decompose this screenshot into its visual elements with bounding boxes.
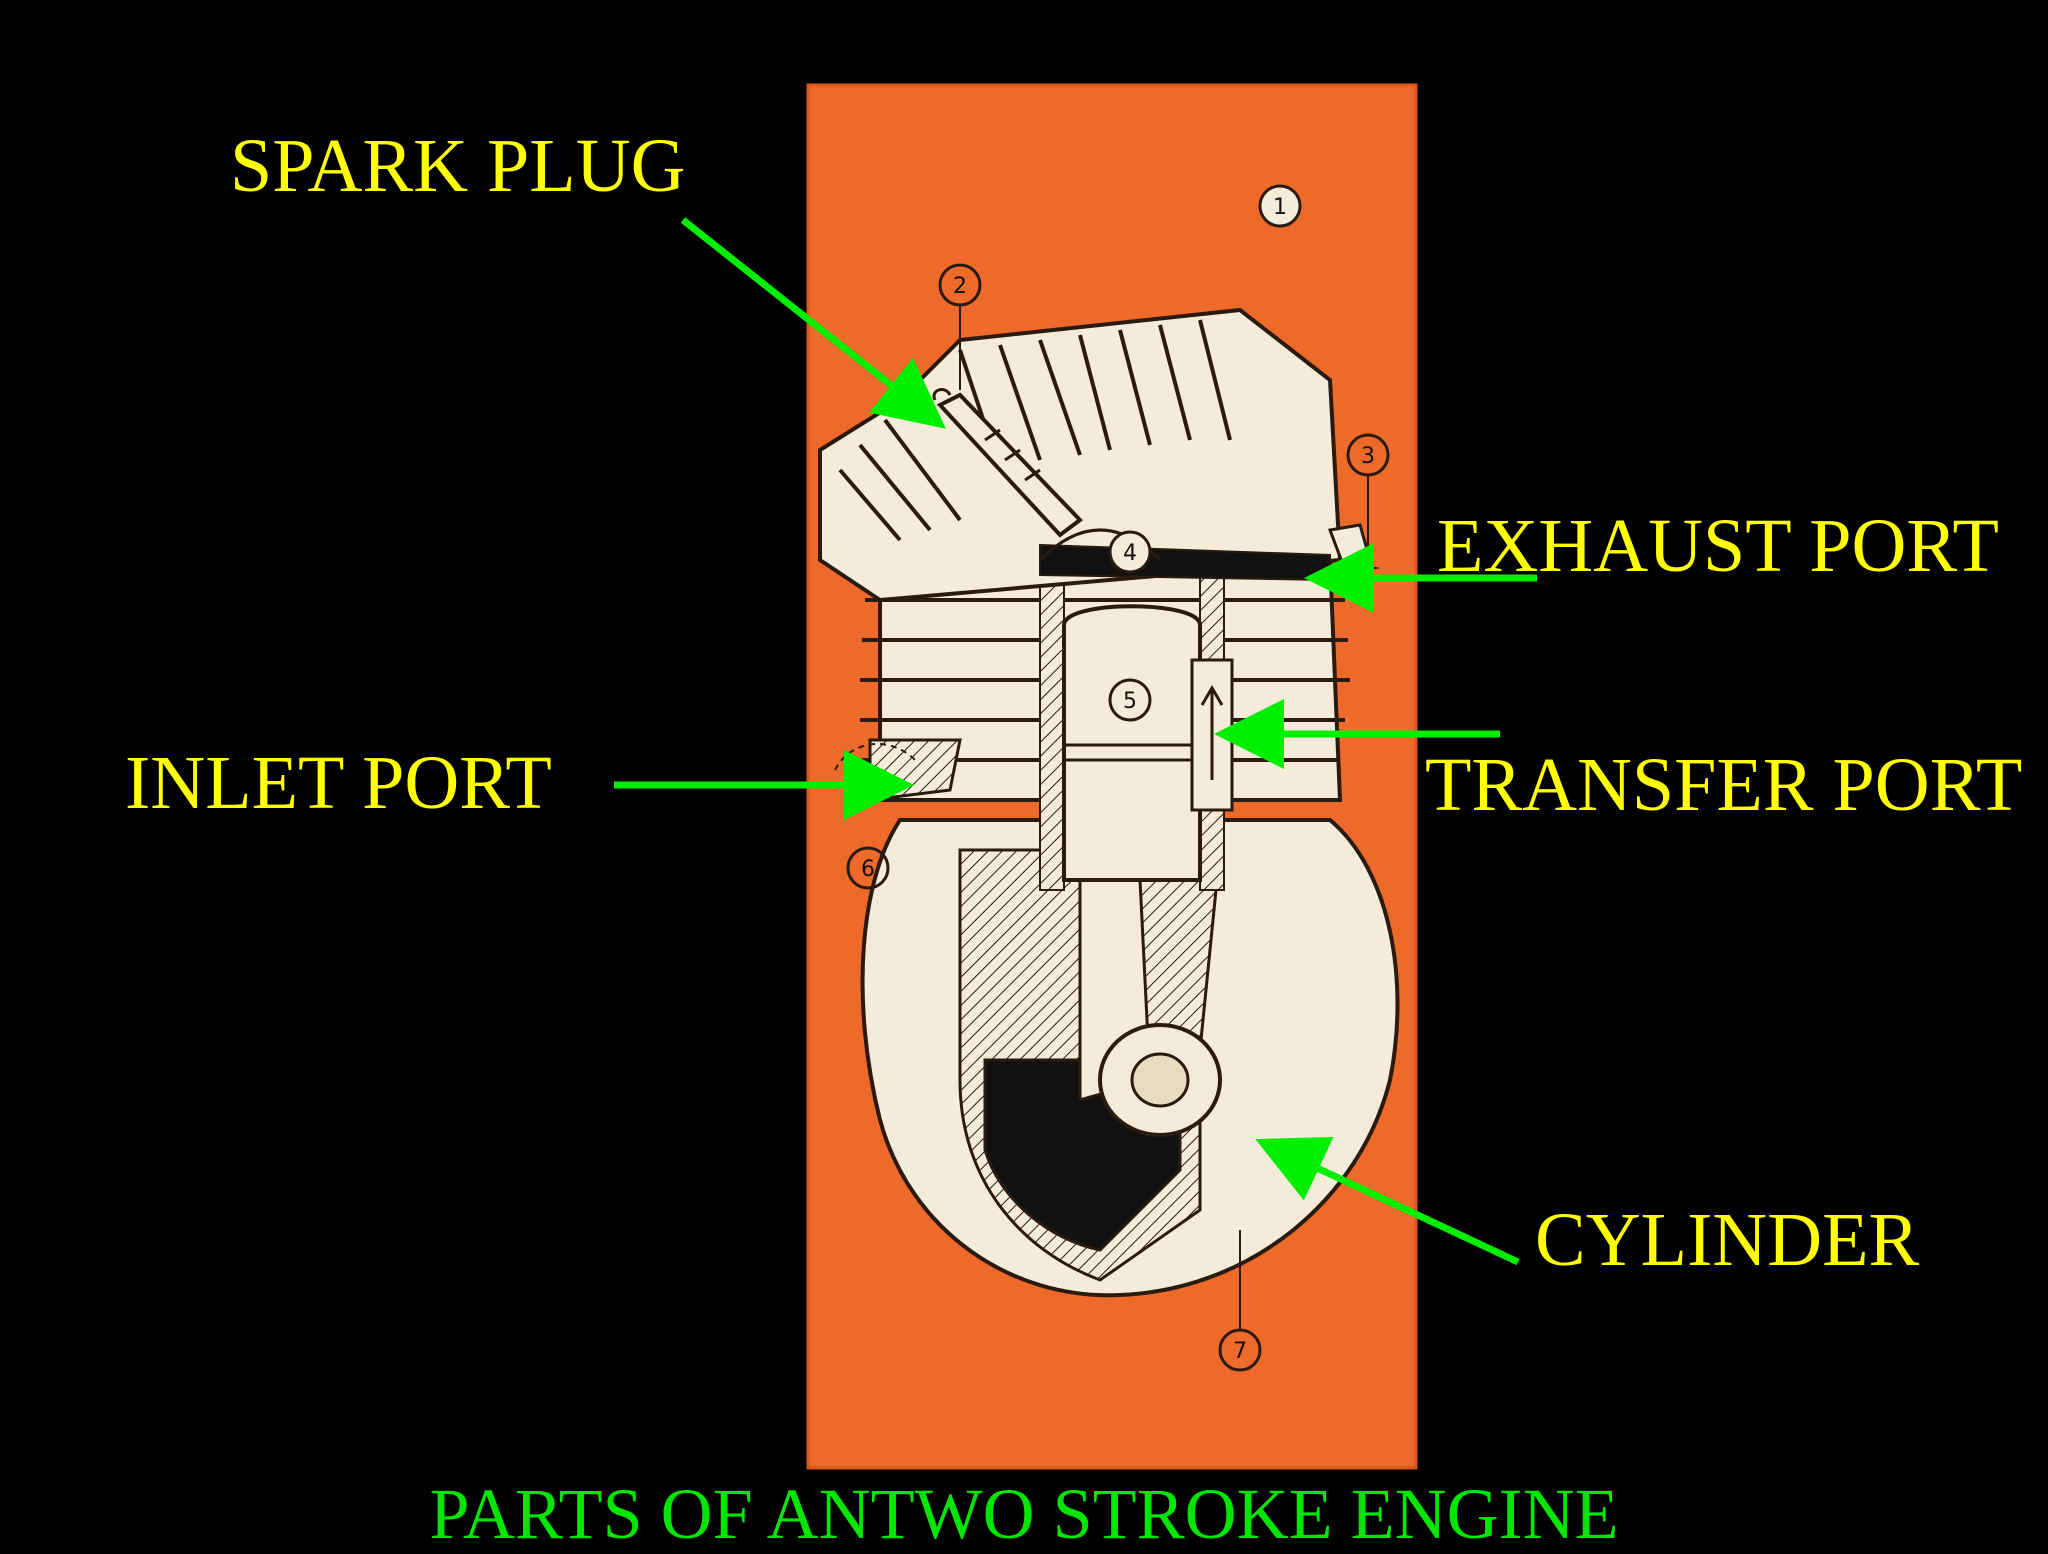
exhaust-port-label: EXHAUST PORT (1437, 504, 1999, 588)
cylinder-label: CYLINDER (1535, 1198, 1920, 1282)
spark-plug-arrow (680, 217, 946, 429)
callout-number-7: 7 (1233, 1339, 1247, 1364)
callout-circle-5: 5 (1108, 678, 1152, 722)
callout-number-1: 1 (1273, 195, 1287, 220)
callout-number-5: 5 (1123, 689, 1137, 714)
callout-circle-7: 7 (1218, 1230, 1262, 1372)
callout-number-3: 3 (1361, 444, 1375, 469)
number-callouts: 1 2 3 4 5 6 (846, 184, 1390, 1372)
callout-circle-4: 4 (1108, 530, 1152, 574)
crankcase (860, 818, 1400, 1298)
transfer-port-label: TRANSFER PORT (1425, 743, 2023, 827)
cylinder-head (818, 307, 1343, 603)
callout-circle-6: 6 (846, 846, 890, 890)
callout-circle-1: 1 (1258, 184, 1302, 228)
callout-circle-3: 3 (1346, 433, 1390, 550)
inlet-port-label: INLET PORT (125, 741, 552, 825)
callout-number-6: 6 (861, 857, 875, 882)
cylinder-arrow (1255, 1137, 1520, 1266)
callout-number-2: 2 (953, 274, 967, 299)
callout-circle-2: 2 (938, 263, 982, 390)
callout-number-4: 4 (1123, 541, 1137, 566)
spark-plug-label: SPARK PLUG (230, 124, 686, 208)
slide-caption: PARTS OF ANTWO STROKE ENGINE (429, 1474, 1619, 1554)
